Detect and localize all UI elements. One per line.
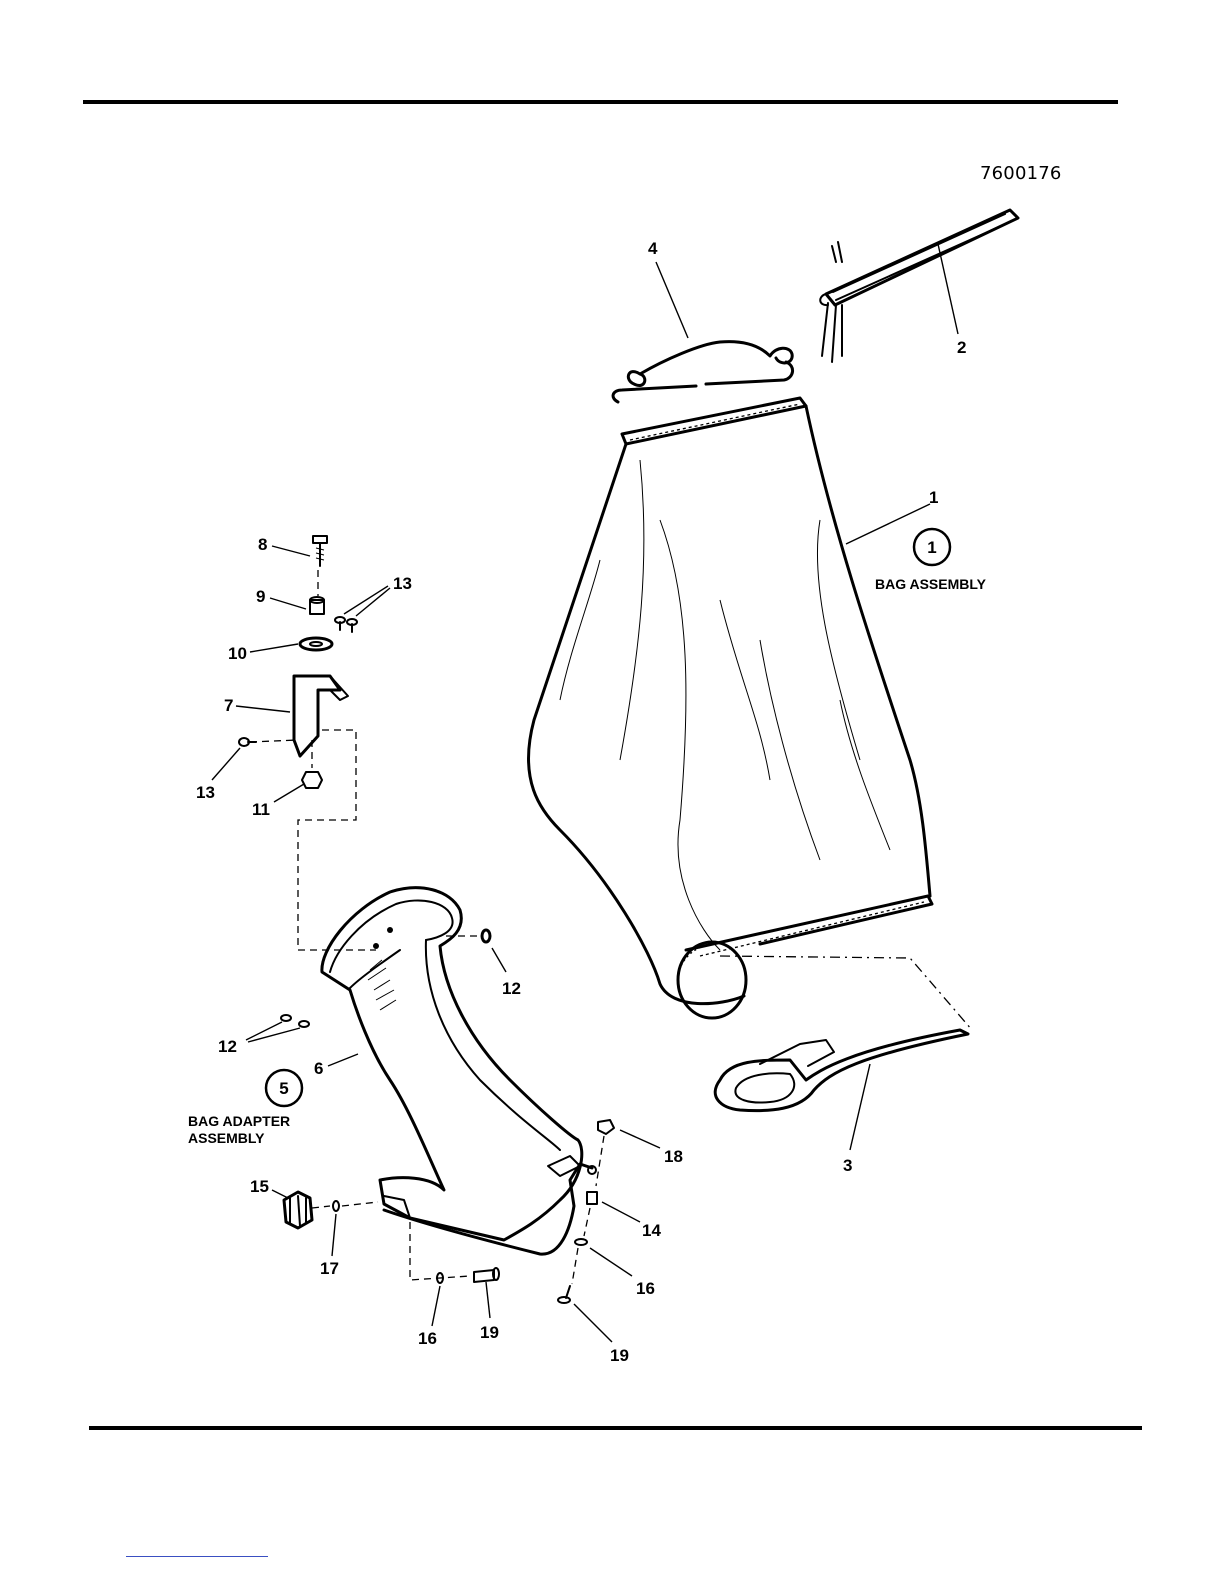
part-12-grommets-left [281, 1015, 309, 1027]
part-13-screw-lower [239, 738, 256, 746]
assembly-5-label-line2: ASSEMBLY [188, 1130, 265, 1146]
callout-10: 10 [228, 644, 247, 663]
callout-16-right: 16 [636, 1279, 655, 1298]
part-19-bolt-center [474, 1268, 499, 1282]
callout-13-lower: 13 [196, 783, 215, 802]
callout-19-center: 19 [480, 1323, 499, 1342]
callout-12-right: 12 [502, 979, 521, 998]
leader-3 [850, 1064, 870, 1150]
callout-13-upper: 13 [393, 574, 412, 593]
part-7-bracket [294, 676, 348, 756]
leader-19-right [574, 1304, 612, 1342]
part-14-spacer [587, 1192, 597, 1204]
bottom-rule [89, 1426, 1142, 1430]
leader-13b [212, 748, 240, 780]
axis-14-16 [584, 1208, 590, 1236]
leader-13a-1 [344, 586, 388, 614]
axis-17-adapter [342, 1202, 378, 1206]
frame-to-bag-line [720, 956, 972, 1030]
part-3-bottom-frame [715, 1030, 968, 1111]
leader-13a-2 [356, 588, 390, 616]
callout-18: 18 [664, 1147, 683, 1166]
leader-11 [274, 784, 304, 802]
leader-12-right [492, 948, 506, 972]
leader-18 [620, 1130, 660, 1148]
callout-9: 9 [256, 587, 265, 606]
footer-link-underline[interactable] [126, 1556, 268, 1557]
part-4-bag-frame-wire [613, 342, 793, 402]
part-19-bolt-right [558, 1286, 570, 1303]
callout-17: 17 [320, 1259, 339, 1278]
assembly-1-label: BAG ASSEMBLY [875, 576, 987, 592]
callout-2: 2 [957, 338, 966, 357]
axis-13-bracket [250, 740, 298, 742]
part-2-handle-rod [820, 210, 1018, 362]
callout-16-center: 16 [418, 1329, 437, 1348]
callout-4: 4 [648, 239, 658, 258]
part-18-nut [598, 1120, 614, 1134]
leader-8 [272, 546, 310, 556]
assembly-5-number: 5 [279, 1079, 288, 1098]
callout-3: 3 [843, 1156, 852, 1175]
part-6-adapter-chute [322, 888, 596, 1254]
leader-15 [272, 1190, 288, 1198]
axis-18-14 [596, 1136, 604, 1186]
leader-16-right [590, 1248, 632, 1276]
callout-11: 11 [252, 800, 270, 819]
callout-14: 14 [642, 1221, 661, 1240]
bracket-to-adapter-line [298, 730, 376, 950]
part-1-bag [528, 398, 932, 1018]
part-16-washer-right [575, 1239, 587, 1245]
leader-4 [656, 262, 688, 338]
callout-8: 8 [258, 535, 267, 554]
callout-12-left: 12 [218, 1037, 237, 1056]
part-17-washer [333, 1201, 339, 1211]
part-12-grommet-right [482, 930, 490, 942]
leader-16-center [432, 1286, 440, 1326]
part-9-spacer [310, 597, 324, 614]
leader-10 [250, 644, 298, 652]
axis-15-17 [312, 1206, 330, 1208]
callout-19-right: 19 [610, 1346, 629, 1365]
leader-7 [236, 706, 290, 712]
part-11-nut [302, 772, 322, 788]
assembly-5-label-line1: BAG ADAPTER [188, 1113, 290, 1129]
assembly-1-number: 1 [927, 538, 936, 557]
callout-6: 6 [314, 1059, 323, 1078]
part-10-washer [300, 638, 332, 650]
leader-9 [270, 598, 306, 609]
callout-7: 7 [224, 696, 233, 715]
part-13-screws-upper [335, 617, 357, 632]
callout-1: 1 [929, 488, 938, 507]
leader-6 [328, 1054, 358, 1066]
axis-16-19 [572, 1248, 578, 1284]
leader-17 [332, 1214, 336, 1256]
leader-2 [938, 244, 958, 334]
part-8-bolt [313, 536, 327, 566]
leader-19-center [486, 1282, 490, 1318]
callout-15: 15 [250, 1177, 269, 1196]
leader-14 [602, 1202, 640, 1222]
